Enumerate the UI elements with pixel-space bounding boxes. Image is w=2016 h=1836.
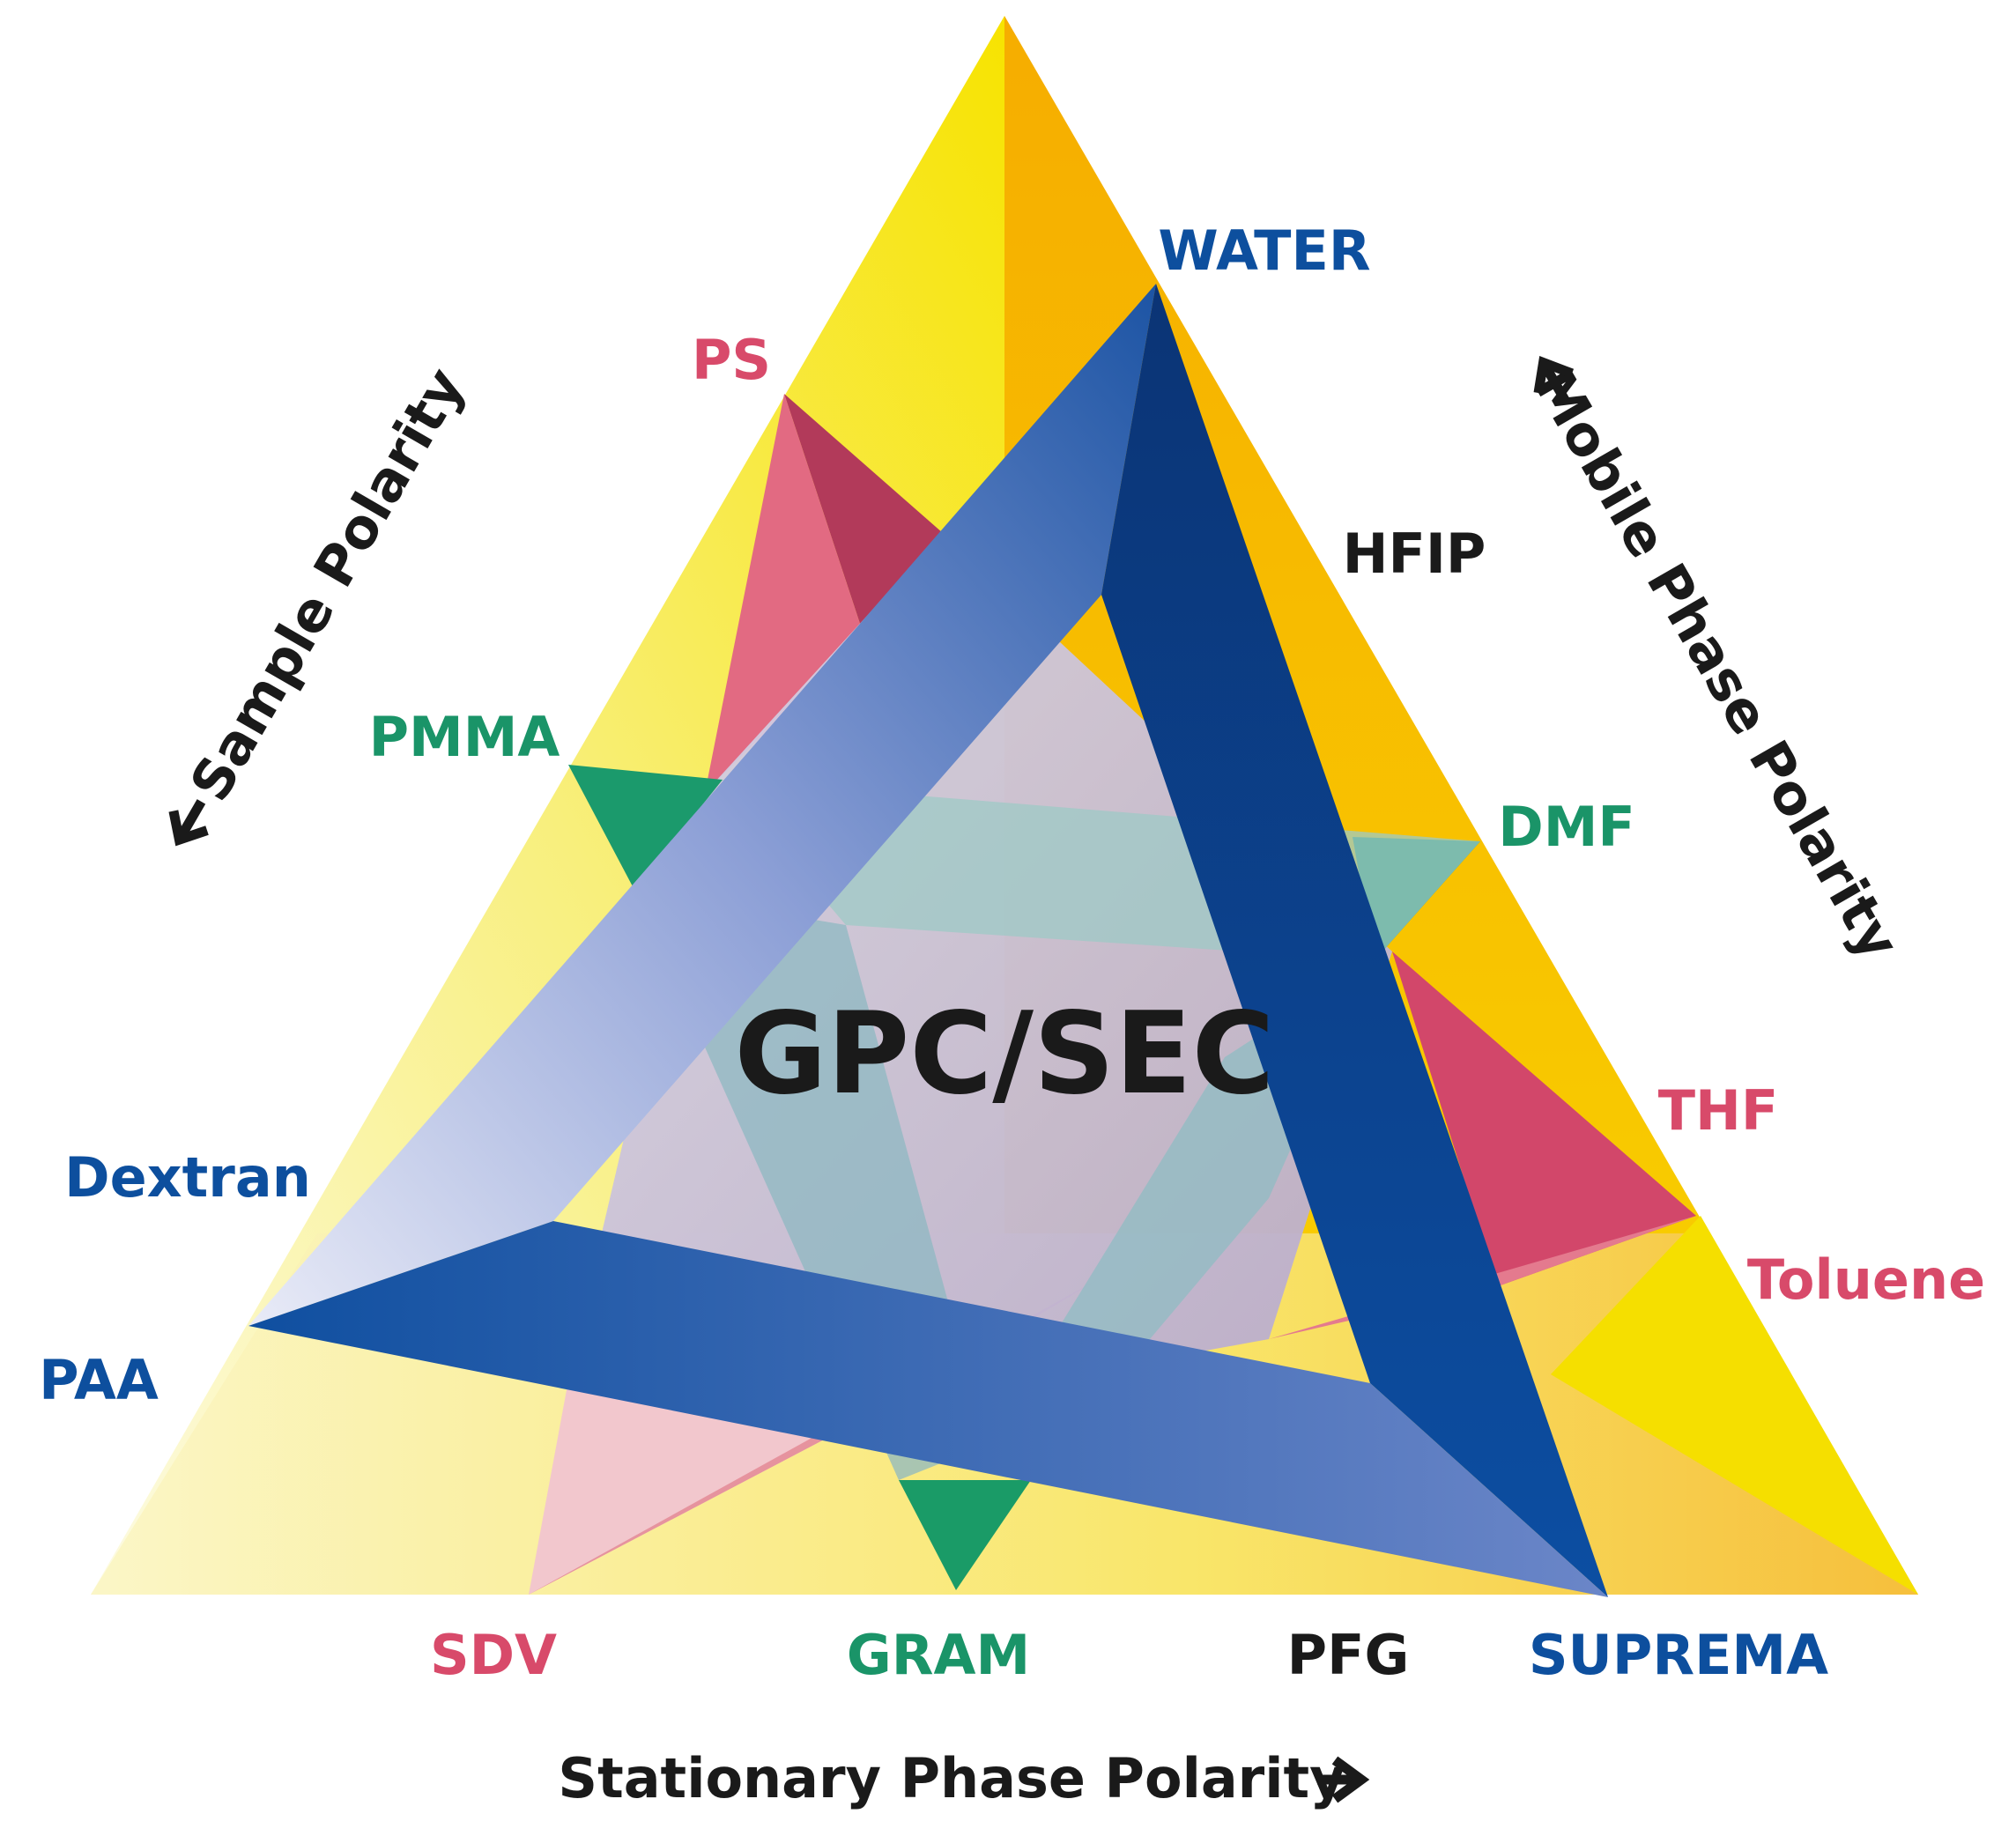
arrow-right-icon [1317, 1756, 1370, 1803]
pink-facet-right [1392, 951, 1696, 1286]
label-pfg: PFG [1287, 1623, 1410, 1687]
pink-facet-top-light [705, 394, 863, 793]
axis-mobile-label: Mobile Phase Polarity [1522, 359, 1912, 970]
label-ps: PS [692, 328, 771, 392]
arrow-down-left-icon [168, 799, 209, 847]
blue-bar-bottom [248, 1221, 1608, 1597]
label-pmma: PMMA [369, 705, 560, 769]
center-label: GPC/SEC [734, 988, 1274, 1120]
blue-triangle [248, 284, 1608, 1597]
green-facet-left [568, 765, 723, 890]
blue-bar-right [1101, 284, 1608, 1597]
label-water: WATER [1158, 218, 1370, 283]
label-hfip: HFIP [1343, 522, 1486, 586]
label-dextran: Dextran [64, 1145, 311, 1210]
label-thf: THF [1658, 1078, 1779, 1143]
axis-stationary: Stationary Phase Polarity [558, 1746, 1370, 1810]
axis-sample: Sample Polarity [168, 357, 477, 847]
arrow-up-left-icon [1533, 356, 1575, 403]
outer-yellow-right-facet [1551, 1216, 1918, 1595]
label-sdv: SDV [430, 1623, 557, 1687]
label-suprema: SUPREMA [1529, 1623, 1828, 1687]
label-toluene: Toluene [1747, 1247, 1985, 1312]
label-dmf: DMF [1498, 795, 1635, 859]
label-paa: PAA [39, 1348, 159, 1412]
blue-bar-left [248, 284, 1156, 1326]
axis-stationary-label: Stationary Phase Polarity [558, 1746, 1345, 1810]
label-gram: GRAM [847, 1623, 1030, 1687]
green-facet-bottom [899, 1480, 1031, 1590]
axis-mobile: Mobile Phase Polarity [1522, 356, 1912, 970]
